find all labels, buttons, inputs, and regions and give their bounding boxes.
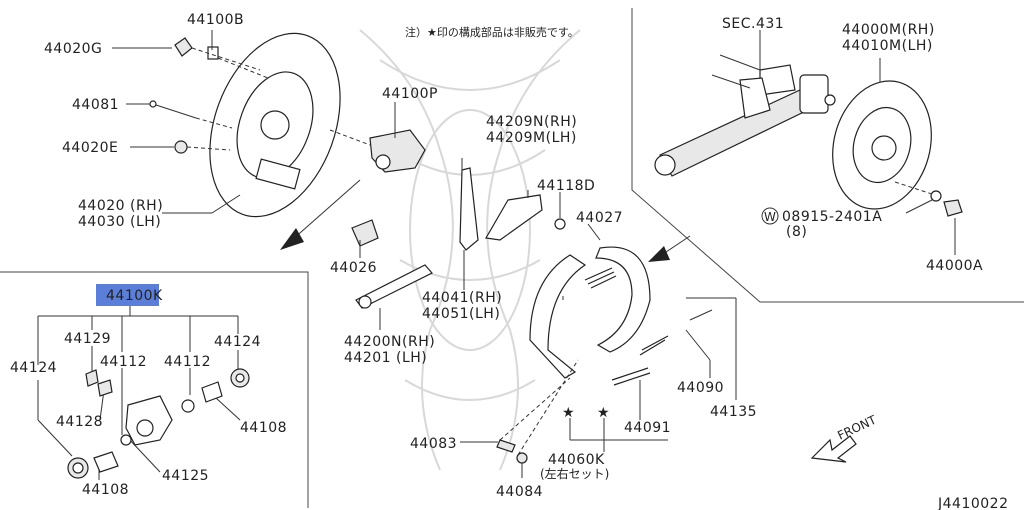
clip-44118D bbox=[554, 218, 566, 230]
backing-plate-group bbox=[149, 32, 426, 250]
label-44020[interactable]: 44020 (RH) bbox=[78, 198, 163, 214]
label-44112-right[interactable]: 44112 bbox=[164, 354, 211, 370]
front-indicator bbox=[810, 435, 857, 463]
star-mark: ★ bbox=[562, 405, 575, 421]
label-44108-left[interactable]: 44108 bbox=[82, 482, 129, 498]
cap-44129 bbox=[85, 369, 99, 387]
label-44020E[interactable]: 44020E bbox=[62, 140, 118, 156]
adjuster-and-levers bbox=[351, 158, 601, 330]
shim-44026 bbox=[351, 219, 379, 247]
label-44128[interactable]: 44128 bbox=[56, 414, 103, 430]
watermark-emblem bbox=[359, 29, 581, 471]
grommet-44020G bbox=[174, 37, 193, 57]
label-44083[interactable]: 44083 bbox=[410, 436, 457, 452]
label-44090[interactable]: 44090 bbox=[677, 380, 724, 396]
label-44060K-set: (左右セット) bbox=[540, 466, 609, 481]
piston-44108-left bbox=[93, 451, 119, 473]
label-08915-2401A[interactable]: 08915-2401A bbox=[782, 209, 882, 225]
pin-44083 bbox=[496, 439, 516, 453]
star-mark: ★ bbox=[597, 405, 610, 421]
brake-shoe-group bbox=[460, 235, 737, 478]
label-44051[interactable]: 44051(LH) bbox=[422, 306, 500, 322]
seal-44112-left bbox=[120, 434, 132, 446]
lever-44041 bbox=[459, 167, 479, 251]
axle-frame bbox=[631, 8, 1024, 303]
diagram-code: J4410022 bbox=[937, 496, 1008, 510]
label-44112-left[interactable]: 44112 bbox=[100, 354, 147, 370]
label-44100P[interactable]: 44100P bbox=[382, 86, 438, 102]
plug-44020E bbox=[174, 140, 188, 154]
label-44030[interactable]: 44030 (LH) bbox=[78, 214, 161, 230]
label-sec431[interactable]: SEC.431 bbox=[722, 16, 784, 32]
spring-44091 bbox=[611, 367, 651, 386]
label-44084[interactable]: 44084 bbox=[496, 484, 543, 500]
bolt-44000A bbox=[943, 199, 963, 217]
label-44124-right[interactable]: 44124 bbox=[214, 334, 261, 350]
label-bolt-qty: (8) bbox=[786, 224, 807, 240]
label-44081[interactable]: 44081 bbox=[72, 97, 119, 113]
label-44201[interactable]: 44201 (LH) bbox=[344, 350, 427, 366]
label-44026[interactable]: 44026 bbox=[330, 260, 377, 276]
label-44135[interactable]: 44135 bbox=[710, 404, 757, 420]
direction-arrow bbox=[291, 179, 361, 241]
bleeder-44128 bbox=[97, 379, 113, 397]
spring-44090 bbox=[639, 335, 669, 356]
label-44091[interactable]: 44091 bbox=[624, 420, 671, 436]
washer-08915 bbox=[930, 190, 942, 202]
piston-44108-right bbox=[201, 381, 223, 403]
label-44200N[interactable]: 44200N(RH) bbox=[344, 334, 435, 350]
non-sale-note: 注）★印の構成部品は非販売です。 bbox=[405, 25, 579, 39]
brake-shoe-right bbox=[595, 246, 651, 353]
axle-beam bbox=[659, 89, 813, 177]
label-44027[interactable]: 44027 bbox=[576, 210, 623, 226]
label-44209N[interactable]: 44209N(RH) bbox=[486, 114, 577, 130]
brake-shoe-left bbox=[529, 254, 587, 379]
lever-44209N bbox=[485, 194, 543, 241]
front-label: FRONT bbox=[835, 412, 879, 442]
label-44060K[interactable]: 44060K bbox=[548, 452, 605, 468]
label-44000M[interactable]: 44000M(RH) bbox=[842, 22, 935, 38]
label-44020G[interactable]: 44020G bbox=[44, 41, 102, 57]
highlight-44100K bbox=[96, 284, 159, 306]
label-44000A[interactable]: 44000A bbox=[926, 258, 983, 274]
rear-axle-group bbox=[654, 30, 963, 255]
retainer-44084 bbox=[516, 452, 528, 464]
label-44010M[interactable]: 44010M(LH) bbox=[842, 38, 933, 54]
seal-44112-right bbox=[181, 399, 195, 413]
bolt-44100B bbox=[207, 46, 219, 60]
label-44124-left[interactable]: 44124 bbox=[10, 360, 57, 376]
label-44100K[interactable]: 44100K bbox=[106, 288, 163, 304]
label-44100B[interactable]: 44100B bbox=[187, 12, 244, 28]
label-44129[interactable]: 44129 bbox=[64, 331, 111, 347]
label-44118D[interactable]: 44118D bbox=[537, 178, 595, 194]
label-44041[interactable]: 44041(RH) bbox=[422, 290, 502, 306]
leaders-top-left bbox=[112, 30, 396, 214]
inset-frame bbox=[0, 271, 309, 508]
label-44108-right[interactable]: 44108 bbox=[240, 420, 287, 436]
wheel-cylinder-inset bbox=[37, 284, 250, 480]
washer-mark: W bbox=[764, 210, 776, 224]
spring-44027 bbox=[584, 267, 617, 289]
label-44209M[interactable]: 44209M(LH) bbox=[486, 130, 577, 146]
label-44125[interactable]: 44125 bbox=[162, 468, 209, 484]
